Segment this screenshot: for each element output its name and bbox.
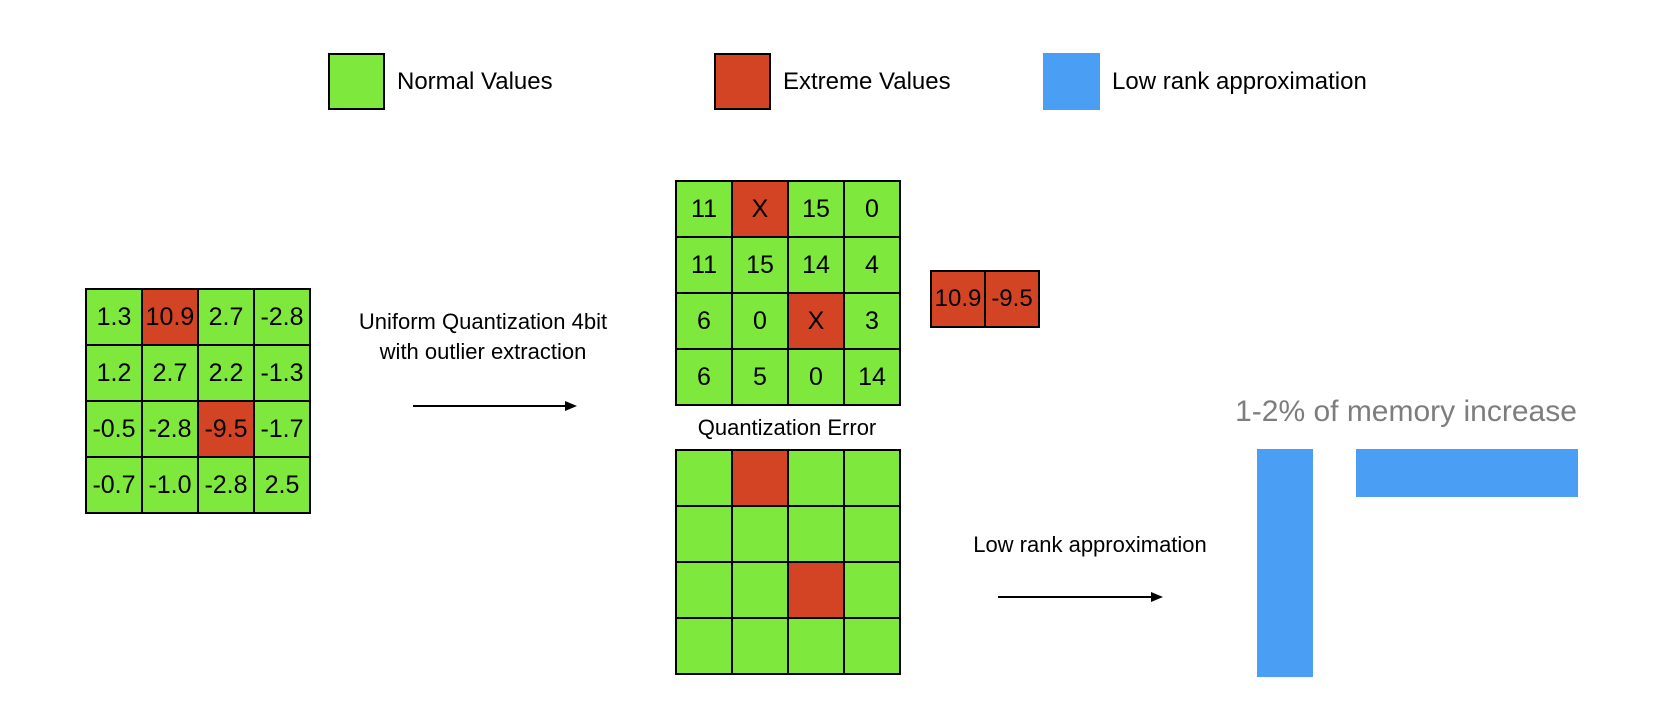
matrix-cell — [789, 451, 843, 505]
matrix-cell: X — [789, 294, 843, 348]
matrix-cell: 2.7 — [199, 290, 253, 344]
matrix-cell: 10.9 — [143, 290, 197, 344]
lowrank-column-vector-bar — [1257, 449, 1313, 677]
matrix-cell: 6 — [677, 294, 731, 348]
matrix-cell: -1.0 — [143, 458, 197, 512]
matrix-cell — [677, 619, 731, 673]
matrix-cell: -2.8 — [199, 458, 253, 512]
quantization-error-title: Quantization Error — [697, 415, 877, 440]
matrix-cell: 3 — [845, 294, 899, 348]
legend-item-normal-values: Normal Values — [328, 53, 553, 110]
outliers-matrix: 10.9-9.5 — [930, 270, 1040, 328]
matrix-cell: 4 — [845, 238, 899, 292]
matrix-cell: 15 — [789, 182, 843, 236]
matrix-cell — [789, 563, 843, 617]
matrix-cell: 15 — [733, 238, 787, 292]
quantize-arrow-label-line1: Uniform Quantization 4bit — [358, 309, 608, 334]
matrix-cell: -0.7 — [87, 458, 141, 512]
quantize-arrow-label-line2: with outlier extraction — [379, 339, 587, 364]
quantize-arrow-label: Uniform Quantization 4bit with outlier e… — [333, 307, 633, 367]
low-rank-swatch — [1043, 53, 1100, 110]
matrix-cell — [733, 563, 787, 617]
matrix-cell: -2.8 — [143, 402, 197, 456]
matrix-cell: 1.3 — [87, 290, 141, 344]
quantization-error-matrix — [675, 449, 901, 675]
matrix-cell: 14 — [789, 238, 843, 292]
matrix-cell: 11 — [677, 238, 731, 292]
matrix-cell: 14 — [845, 350, 899, 404]
extreme-values-swatch — [714, 53, 771, 110]
matrix-cell: X — [733, 182, 787, 236]
matrix-cell — [733, 451, 787, 505]
matrix-cell — [677, 563, 731, 617]
matrix-cell: -0.5 — [87, 402, 141, 456]
matrix-cell: -1.3 — [255, 346, 309, 400]
matrix-cell: 0 — [789, 350, 843, 404]
matrix-cell — [733, 619, 787, 673]
legend-label-low-rank: Low rank approximation — [1112, 67, 1367, 95]
quantize-arrow-head — [565, 401, 577, 411]
matrix-cell: 2.5 — [255, 458, 309, 512]
quantize-arrow-line — [413, 405, 565, 407]
matrix-cell — [789, 619, 843, 673]
legend-label-extreme-values: Extreme Values — [783, 67, 951, 95]
matrix-cell: 0 — [733, 294, 787, 348]
matrix-cell: -9.5 — [199, 402, 253, 456]
lowrank-row-vector-bar — [1356, 449, 1578, 497]
matrix-cell — [733, 507, 787, 561]
matrix-cell — [845, 451, 899, 505]
legend-item-extreme-values: Extreme Values — [714, 53, 951, 110]
matrix-cell: 11 — [677, 182, 731, 236]
legend-item-low-rank: Low rank approximation — [1043, 53, 1367, 110]
lowrank-arrow-icon — [998, 591, 1163, 603]
lowrank-arrow-head — [1151, 592, 1163, 602]
matrix-cell: 2.7 — [143, 346, 197, 400]
matrix-cell — [845, 619, 899, 673]
lowrank-arrow-line — [998, 596, 1151, 598]
normal-values-swatch — [328, 53, 385, 110]
matrix-cell: 1.2 — [87, 346, 141, 400]
matrix-cell: -2.8 — [255, 290, 309, 344]
matrix-cell — [677, 507, 731, 561]
memory-increase-note: 1-2% of memory increase — [1235, 395, 1577, 428]
matrix-cell: 2.2 — [199, 346, 253, 400]
matrix-cell: 5 — [733, 350, 787, 404]
lowrank-arrow-label: Low rank approximation — [973, 532, 1207, 557]
matrix-cell — [845, 563, 899, 617]
matrix-cell: 6 — [677, 350, 731, 404]
matrix-cell: -1.7 — [255, 402, 309, 456]
legend-label-normal-values: Normal Values — [397, 67, 553, 95]
matrix-cell: 0 — [845, 182, 899, 236]
matrix-cell: 10.9 — [932, 272, 984, 326]
matrix-cell — [677, 451, 731, 505]
matrix-cell — [789, 507, 843, 561]
matrix-cell: -9.5 — [986, 272, 1038, 326]
quantize-arrow-icon — [413, 400, 577, 412]
matrix-cell — [845, 507, 899, 561]
